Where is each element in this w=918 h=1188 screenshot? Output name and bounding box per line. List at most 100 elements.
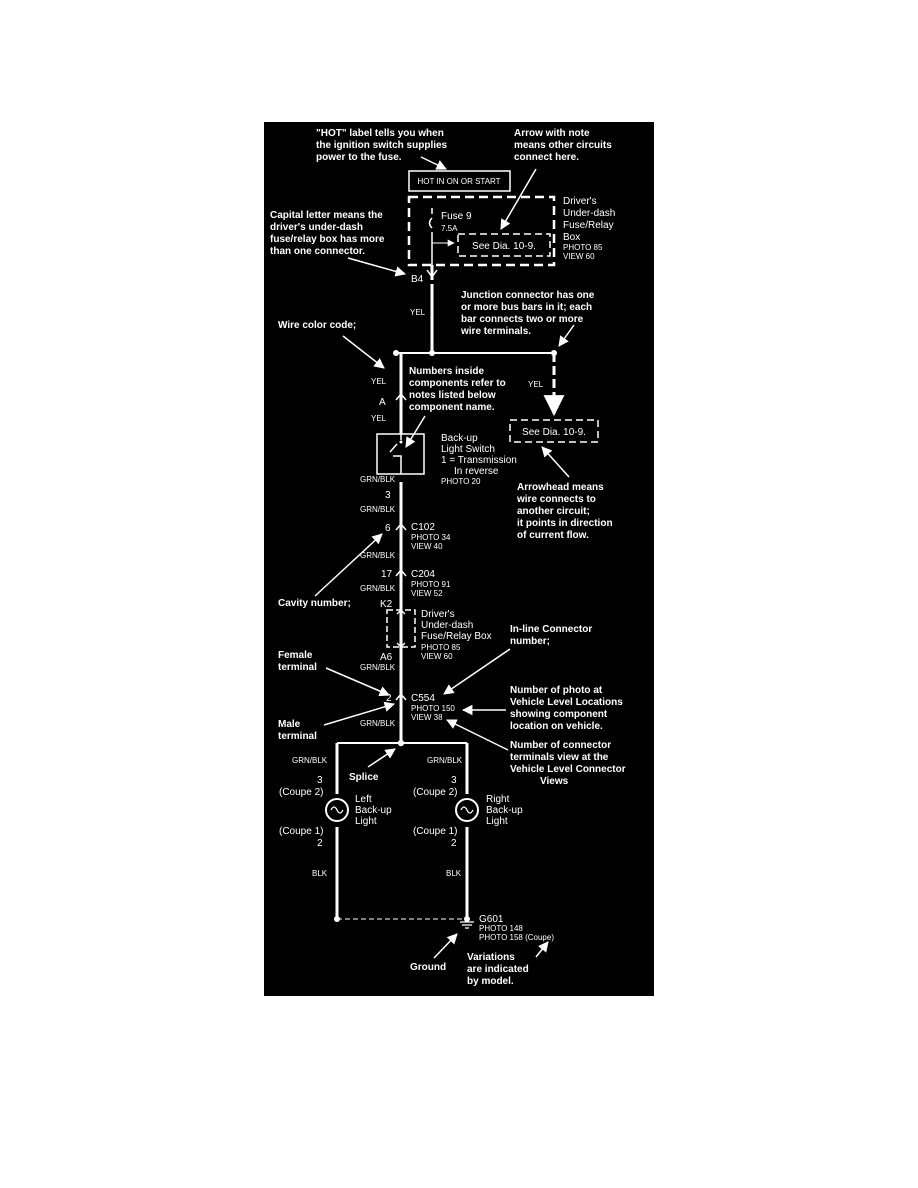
note-cavity: Cavity number; (278, 598, 351, 609)
wire-label-grnblk-4: GRN/BLK (360, 584, 396, 593)
note-photo-1: Number of photo at (510, 685, 603, 696)
left-coupe-bot: (Coupe 1) (279, 826, 323, 837)
c554-name: C554 (411, 693, 435, 704)
fb2-pin-bot: A6 (380, 652, 393, 663)
note-numbers-2: components refer to (409, 378, 506, 389)
left-name-1: Left (355, 794, 372, 805)
right-pin-bot: 2 (451, 838, 457, 849)
note-variations-2: are indicated (467, 964, 529, 975)
switch-contact (399, 440, 403, 444)
hot-box (408, 170, 511, 192)
right-name-3: Light (486, 816, 508, 827)
fb2-name-1: Driver's (421, 609, 455, 620)
ground-dot-right (464, 916, 470, 922)
arrow-arrowhead (541, 446, 570, 478)
note-variations-1: Variations (467, 952, 515, 963)
note-variations-3: by model. (467, 976, 514, 987)
arrow-wire-color (342, 335, 385, 369)
arrow-conn (446, 719, 509, 751)
c554-terminal (395, 692, 407, 701)
note-arrowhead-2: wire connects to (516, 494, 596, 505)
arrow-inline (443, 648, 511, 695)
note-junction-1: Junction connector has one (461, 290, 595, 301)
wire-label-yel-4: YEL (371, 414, 387, 423)
c102-name: C102 (411, 522, 435, 533)
wire-label-blk-left: BLK (312, 869, 328, 878)
c102-view: VIEW 40 (411, 542, 443, 551)
right-coupe-bot: (Coupe 1) (413, 826, 457, 837)
left-coupe-top: (Coupe 2) (279, 787, 323, 798)
wire-label-grnblk-3: GRN/BLK (360, 551, 396, 560)
note-inline-1: In-line Connector (510, 624, 592, 635)
hot-box-label: HOT IN ON OR START (417, 177, 500, 186)
note-junction-4: wire terminals. (460, 326, 531, 337)
note-conn-1: Number of connector (510, 740, 611, 751)
note-arrow-3: connect here. (514, 152, 579, 163)
note-conn-2: terminals view at the (510, 752, 609, 763)
c102-photo: PHOTO 34 (411, 533, 451, 542)
arrow-ground (433, 933, 458, 959)
note-male-2: terminal (278, 731, 317, 742)
ground-symbol (460, 921, 474, 929)
c204-photo: PHOTO 91 (411, 580, 451, 589)
c102-cavity: 6 (385, 523, 391, 534)
c204-name: C204 (411, 569, 435, 580)
note-arrowhead-4: it points in direction (517, 518, 613, 529)
c554-view: VIEW 38 (411, 713, 443, 722)
note-capital-2: driver's under-dash (270, 222, 363, 233)
fb2-terminals (396, 609, 406, 648)
note-hot-2: the ignition switch supplies (316, 140, 448, 151)
note-conn-3: Vehicle Level Connector (510, 764, 626, 775)
wire-label-grnblk-5: GRN/BLK (360, 663, 396, 672)
left-pin-top: 3 (317, 775, 323, 786)
junction-dot-center (429, 350, 435, 356)
wiring-diagram: HOT IN ON OR START Fuse 9 7.5A See Dia. … (264, 122, 654, 996)
note-numbers-4: component name. (409, 402, 495, 413)
fuse-rating: 7.5A (441, 224, 458, 233)
arrow-variations (535, 941, 549, 958)
note-arrow-2: means other circuits (514, 140, 612, 151)
arrow-hot (420, 156, 447, 170)
arrow-note (500, 168, 537, 230)
note-photo-2: Vehicle Level Locations (510, 697, 623, 708)
ground-photo-2: PHOTO 158 (Coupe) (479, 933, 554, 942)
fb2-name-2: Under-dash (421, 620, 473, 631)
left-lamp-filament (330, 806, 344, 814)
note-junction-2: or more bus bars in it; each (461, 302, 592, 313)
c554-photo: PHOTO 150 (411, 704, 455, 713)
fuse-name: Fuse 9 (441, 211, 472, 222)
note-splice: Splice (349, 772, 379, 783)
left-name-3: Light (355, 816, 377, 827)
fuse-box-view: VIEW 60 (563, 252, 595, 261)
note-numbers-1: Numbers inside (409, 366, 484, 377)
fuse-box-name-3: Fuse/Relay (563, 220, 614, 231)
fuse-symbol (428, 208, 433, 265)
note-arrowhead-5: of current flow. (517, 530, 589, 541)
arrow-numbers (405, 415, 426, 448)
left-pin-bot: 2 (317, 838, 323, 849)
arrow-female (325, 667, 390, 697)
see-dia-top: See Dia. 10-9. (472, 241, 536, 252)
switch-note: 1 = Transmission (441, 455, 517, 466)
fuse-box-name-4: Box (563, 232, 580, 243)
connector-a: A (379, 397, 386, 408)
wire-label-yel-3: YEL (528, 380, 544, 389)
switch-note-2: In reverse (454, 466, 499, 477)
fb2-pin-top: K2 (380, 599, 393, 610)
see-dia-box-top (457, 233, 551, 257)
ground-dot-left (334, 916, 340, 922)
switch-name-1: Back-up (441, 433, 478, 444)
wire-label-yel-2: YEL (371, 377, 387, 386)
callouts: "HOT" label tells you when the ignition … (270, 128, 626, 987)
note-conn-4: Views (540, 776, 569, 787)
c102-terminal (395, 522, 407, 531)
note-hot-1: "HOT" label tells you when (316, 128, 444, 139)
c204-terminal (395, 568, 407, 577)
wire-label-grnblk-2: GRN/BLK (360, 505, 396, 514)
junction-dot-right (551, 350, 557, 356)
fuse-box-name-2: Under-dash (563, 208, 615, 219)
see-dia-box-branch (509, 419, 599, 443)
switch-symbol (389, 434, 402, 474)
note-arrow-1: Arrow with note (514, 128, 590, 139)
right-coupe-top: (Coupe 2) (413, 787, 457, 798)
